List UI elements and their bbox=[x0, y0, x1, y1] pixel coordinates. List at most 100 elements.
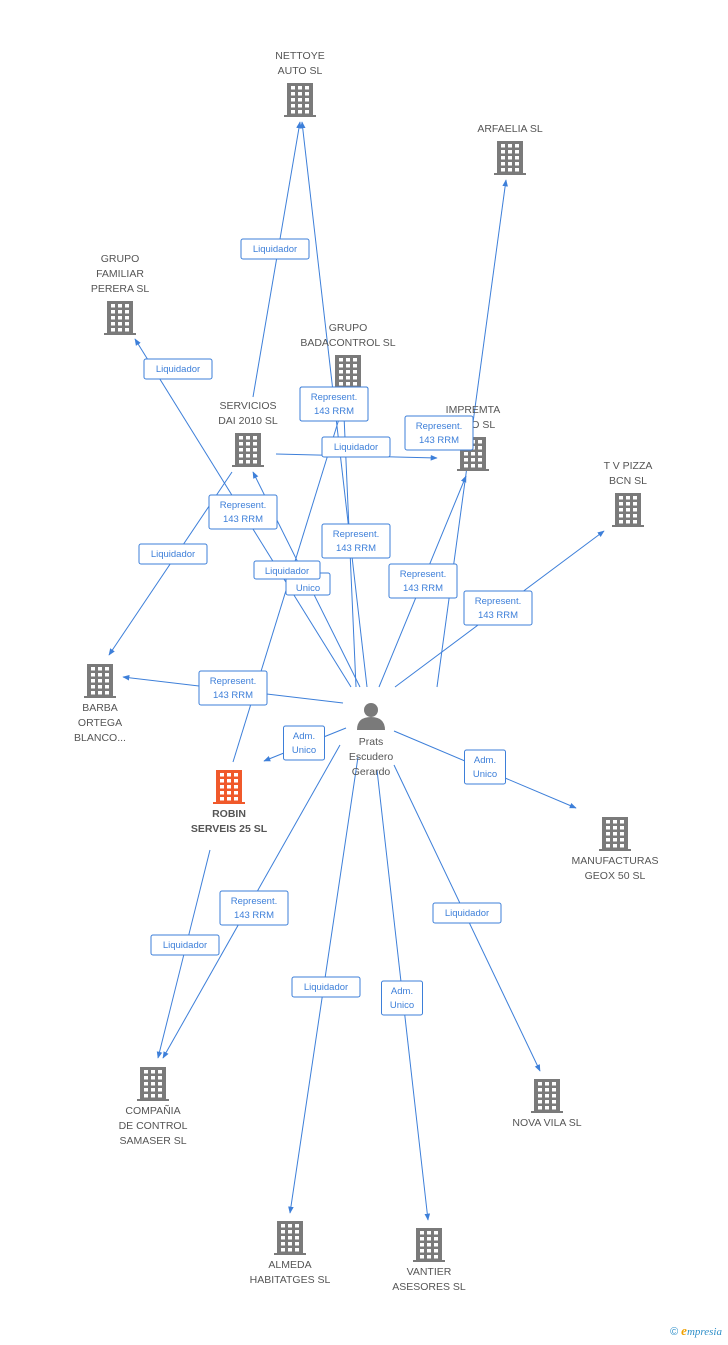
edge-label-text: Represent. bbox=[333, 529, 379, 540]
edge-label-text: Adm. bbox=[474, 755, 496, 766]
node-label-line: NETTOYE bbox=[275, 50, 324, 62]
edge-label-box bbox=[464, 749, 506, 785]
company-barba-label: BARBAORTEGABLANCO... bbox=[74, 702, 126, 744]
company-nettoye-building-icon[interactable] bbox=[284, 83, 316, 117]
node-label-line: NOVA VILA SL bbox=[512, 1117, 581, 1129]
edge-label-text: Unico bbox=[473, 769, 497, 780]
company-novavila-building-icon[interactable] bbox=[531, 1079, 563, 1113]
company-manufacturas-label: MANUFACTURAS GEOX 50 SL bbox=[572, 855, 659, 882]
edge-label-text: Unico bbox=[292, 745, 316, 756]
edge-label-robin-to-badacontrol[interactable]: Represent.143 RRM bbox=[299, 386, 369, 422]
node-label-line: SERVICIOS bbox=[220, 400, 277, 412]
edge-label-prats-to-compania[interactable]: Represent.143 RRM bbox=[219, 890, 289, 926]
node-label-line: SAMASER SL bbox=[119, 1135, 186, 1147]
company-tvpizza-building-icon[interactable] bbox=[612, 493, 644, 527]
edge-label-text: 143 RRM bbox=[223, 514, 263, 525]
edge-label-box bbox=[321, 436, 391, 458]
edge-label-box bbox=[208, 494, 278, 530]
company-barba-building-icon[interactable] bbox=[84, 664, 116, 698]
edge-label-box bbox=[404, 415, 474, 451]
edge-label-box bbox=[388, 563, 458, 599]
edge-label-prats-to-impremta[interactable]: Represent.143 RRM bbox=[388, 563, 458, 599]
node-label-line: SERVEIS 25 SL bbox=[191, 823, 268, 835]
edge-label-text: Liquidador bbox=[253, 244, 297, 255]
edge-label-box bbox=[150, 934, 220, 956]
edge-label-text: Liquidador bbox=[445, 908, 489, 919]
edge-label-box bbox=[283, 725, 325, 761]
edge-label-prats-to-tvpizza[interactable]: Represent.143 RRM bbox=[463, 590, 533, 626]
company-manufacturas-building-icon[interactable] bbox=[599, 817, 631, 851]
edge-label-text: Represent. bbox=[210, 676, 256, 687]
edge-label-prats-to-almeda[interactable]: Liquidador bbox=[291, 976, 361, 998]
edge-label-prats-to-vantier[interactable]: Adm. Unico bbox=[381, 980, 423, 1016]
company-almeda-building-icon[interactable] bbox=[274, 1221, 306, 1255]
node-label-line: MANUFACTURAS bbox=[572, 855, 659, 867]
edge-label-prats-to-robin[interactable]: Adm. Unico bbox=[283, 725, 325, 761]
edge-label-prats-to-arfaelia[interactable]: Represent.143 RRM bbox=[404, 415, 474, 451]
edge-label-text: Liquidador bbox=[163, 940, 207, 951]
edge-label-text: Adm. bbox=[391, 986, 413, 997]
empresia-brand[interactable]: ©empresia bbox=[670, 1323, 722, 1339]
edge-label-robin-to-compania[interactable]: Liquidador bbox=[150, 934, 220, 956]
node-label-line: IMPREMTA bbox=[446, 404, 501, 416]
edge-label-prats-to-novavila[interactable]: Liquidador bbox=[432, 902, 502, 924]
edge-label-prats-to-barba[interactable]: Represent. 143 RRM bbox=[198, 670, 268, 706]
node-label-line: GEOX 50 SL bbox=[585, 870, 646, 882]
edge-label-text: 143 RRM bbox=[336, 543, 376, 554]
edge-label-box bbox=[321, 523, 391, 559]
node-label-line: Prats bbox=[359, 736, 384, 748]
node-label-line: ASESORES SL bbox=[392, 1281, 466, 1293]
node-label-line: AUTO SL bbox=[278, 65, 323, 77]
edge-label-text: Unico bbox=[390, 1000, 414, 1011]
edge-label-prats-to-badacontrol[interactable]: Represent. 143 RRM bbox=[321, 523, 391, 559]
company-badacontrol-building-icon[interactable] bbox=[332, 355, 364, 389]
edge-label-box bbox=[219, 890, 289, 926]
node-label-line: DAI 2010 SL bbox=[218, 415, 278, 427]
edge-label-servicios-to-nettoye[interactable]: Liquidador bbox=[240, 238, 310, 260]
edge-label-box bbox=[138, 543, 208, 565]
company-nettoye-label: NETTOYE AUTO SL bbox=[275, 50, 324, 77]
edge-label-box bbox=[381, 980, 423, 1016]
node-label-line: PERERA SL bbox=[91, 283, 150, 295]
edge-label-text: 143 RRM bbox=[213, 690, 253, 701]
edge-label-prats-to-grupo_familiar[interactable]: Liquidador bbox=[143, 358, 213, 380]
company-compania-building-icon[interactable] bbox=[137, 1067, 169, 1101]
company-arfaelia-building-icon[interactable] bbox=[494, 141, 526, 175]
company-grupo_familiar-building-icon[interactable] bbox=[104, 301, 136, 335]
edge-label-prats-to-manufacturas[interactable]: Adm. Unico bbox=[464, 749, 506, 785]
company-vantier-building-icon[interactable] bbox=[413, 1228, 445, 1262]
company-servicios-label: SERVICIOS DAI 2010 SL bbox=[218, 400, 278, 427]
company-robin-building-icon[interactable] bbox=[213, 770, 245, 804]
edge-label-servicios-to-barba[interactable]: Liquidador bbox=[138, 543, 208, 565]
company-servicios-building-icon[interactable] bbox=[232, 433, 264, 467]
edges-layer bbox=[108, 121, 605, 1221]
edge-label-text: Represent. bbox=[231, 896, 277, 907]
company-robin-label: ROBIN SERVEIS 25 SL bbox=[191, 808, 268, 835]
edge-label-servicios-to-impremta[interactable]: Liquidador bbox=[321, 436, 391, 458]
edge-label-text: Adm. bbox=[293, 731, 315, 742]
edge-label-text: Represent. bbox=[220, 500, 266, 511]
empresia-logo-icon: e bbox=[681, 1323, 687, 1338]
copyright-symbol: © bbox=[670, 1326, 679, 1338]
node-label-line: DE CONTROL bbox=[119, 1120, 188, 1132]
company-novavila-label: NOVA VILA SL bbox=[512, 1117, 581, 1129]
edge-label-prats-to-servicios[interactable]: Represent. 143 RRM bbox=[208, 494, 278, 530]
edge-label-text: Represent. bbox=[475, 596, 521, 607]
edge-label-text: Represent. bbox=[311, 392, 357, 403]
edge-label-box bbox=[143, 358, 213, 380]
node-label-line: HABITATGES SL bbox=[250, 1274, 331, 1286]
edge-label-text: Liquidador bbox=[151, 549, 195, 560]
brand-name: mpresia bbox=[686, 1326, 722, 1338]
person-icon[interactable] bbox=[357, 703, 385, 730]
node-label-line: ROBIN bbox=[212, 808, 246, 820]
edge-label-text: Represent. bbox=[400, 569, 446, 580]
node-label-line: Gerardo bbox=[352, 766, 391, 778]
node-label-line: VANTIER bbox=[407, 1266, 452, 1278]
node-label-line: FAMILIAR bbox=[96, 268, 144, 280]
